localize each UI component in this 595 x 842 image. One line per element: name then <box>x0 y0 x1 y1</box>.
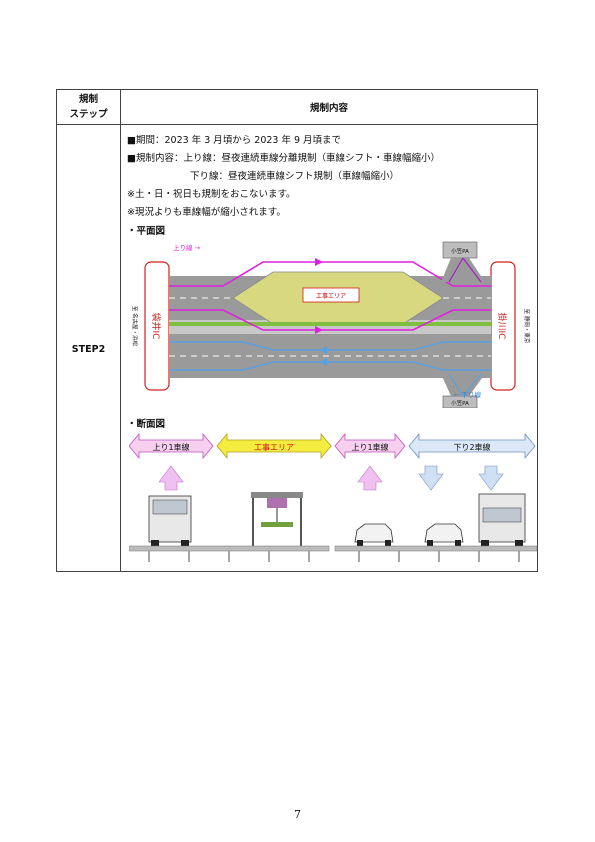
down-arrow-bottom <box>319 358 327 366</box>
section-view-label: ・断面図 <box>127 419 166 430</box>
down-indicator-1 <box>418 465 444 491</box>
header-step-column: 規制 ステップ <box>57 92 120 122</box>
header-step-line2: ステップ <box>69 109 108 120</box>
right-ic-label: 掛川IC <box>496 313 508 340</box>
work-arrow <box>216 432 332 460</box>
up1b-label: 上り1車線 <box>351 442 388 452</box>
gantry-crane-icon <box>251 492 303 546</box>
weekend-note: ※土・日・祝日も規制をおこないます。 <box>127 189 296 200</box>
pa-bottom-label: 小笠PA <box>451 399 469 407</box>
up1-arrow <box>129 432 214 460</box>
up-direction-label: 上り線 → <box>173 243 201 252</box>
down-lane-path-1 <box>169 341 491 351</box>
table-header-row <box>57 90 537 125</box>
width-note: ※現況よりも車線幅が縮小されます。 <box>127 207 286 218</box>
header-step-line1: 規制 <box>78 94 98 105</box>
page-number: 7 <box>294 808 301 821</box>
bridge-deck-left <box>129 545 330 552</box>
median-strip <box>169 322 491 326</box>
work-area-label-box <box>302 287 360 303</box>
work-label: 工事エリア <box>254 442 294 452</box>
truck-icon <box>148 495 192 546</box>
car-icon-1 <box>354 523 394 546</box>
up-arrow-bottom <box>315 326 323 334</box>
header-content-column: 規制内容 <box>309 103 348 114</box>
car-icon-2 <box>424 523 464 546</box>
down-direction-label: ← 下り線 <box>454 390 482 399</box>
regulation-content-line: ■規制内容：上り線：昼夜連続車線分離規制（車線シフト・車線幅縮小） <box>127 153 440 164</box>
period-line: ■期間：2023 年 3 月頃から 2023 年 9 月頃まで <box>127 135 342 146</box>
down-arrow-top <box>319 346 327 354</box>
up-lane-path-2 <box>169 309 491 331</box>
regulation-table: 規制 ステップ 規制内容 STEP2 ■期間：2023 年 3 月頃から 202… <box>56 89 538 572</box>
work-area-label: 工事エリア <box>316 292 346 300</box>
column-divider <box>120 90 121 571</box>
truck-icon-2 <box>478 493 526 546</box>
up-arrow-top <box>315 258 323 266</box>
step-label: STEP2 <box>71 344 106 355</box>
down2-label: 下り2車線 <box>453 442 490 452</box>
up-lane-path-1 <box>169 261 491 287</box>
section-view-diagram: 上り1車線 工事エリア 上り1車線 下り2車線 <box>129 432 537 562</box>
up-indicator-2 <box>357 465 383 491</box>
left-destination: 至 名古屋・浜松 <box>131 306 139 347</box>
down-line-regulation: 下り線：昼夜連続車線シフト規制（車線幅縮小） <box>190 171 400 182</box>
plan-view-diagram: 工事エリア 小笠PA 小笠PA 上り線 → ← 下り線 袋井IC 掛川IC <box>131 241 531 408</box>
down-lane-path-2 <box>169 361 491 371</box>
up1b-arrow <box>334 432 406 460</box>
left-ic-label: 袋井IC <box>150 313 162 340</box>
pa-top-label: 小笠PA <box>451 247 469 255</box>
down2-arrow <box>408 432 536 460</box>
up1-label: 上り1車線 <box>152 442 189 452</box>
bridge-deck-right <box>334 545 537 552</box>
right-destination: 至 静岡・東京 <box>523 309 531 344</box>
down-indicator-2 <box>478 465 504 491</box>
plan-view-label: ・平面図 <box>127 226 166 237</box>
up-indicator-1 <box>158 465 184 491</box>
